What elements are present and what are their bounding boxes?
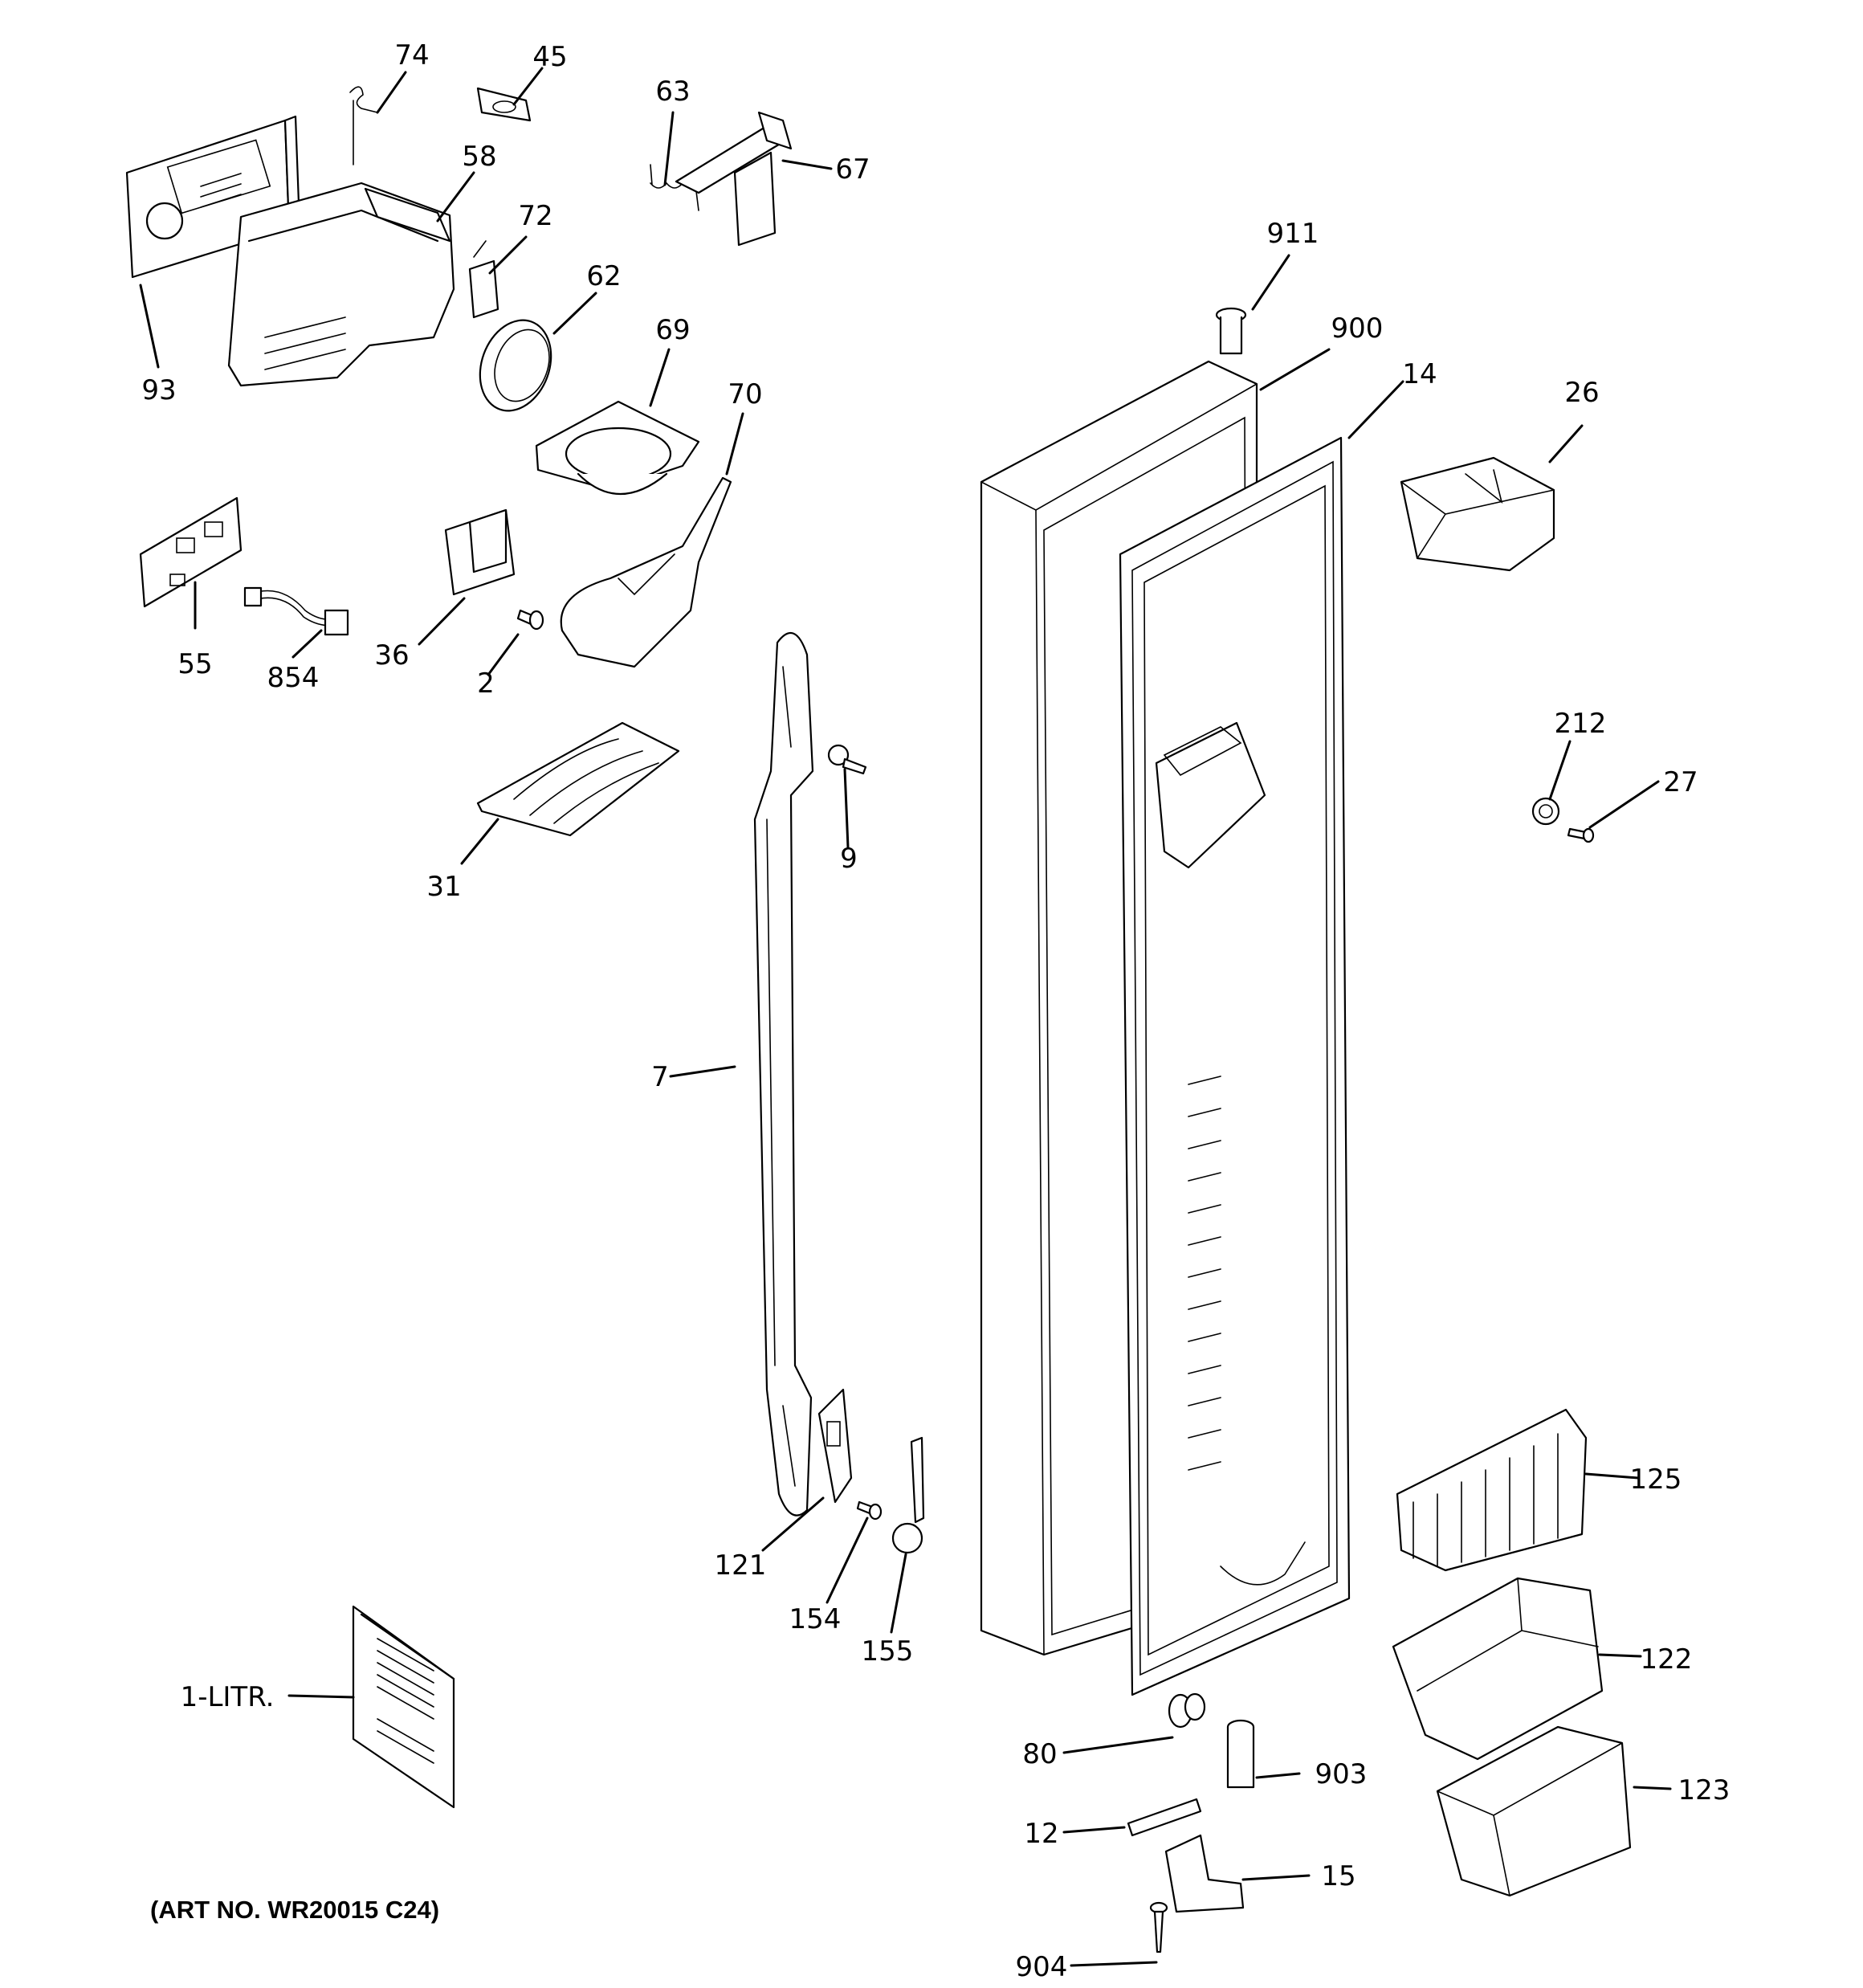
callout-911: 911 bbox=[1267, 218, 1319, 250]
callout-26: 26 bbox=[1564, 377, 1599, 409]
part-bin-26 bbox=[1400, 456, 1555, 572]
part-hinge-plate-12 bbox=[1127, 1798, 1202, 1837]
part-wire-basket-125 bbox=[1396, 1408, 1588, 1572]
part-drip-tray-31 bbox=[476, 721, 680, 837]
callout-93: 93 bbox=[141, 374, 176, 406]
callout-121: 121 bbox=[715, 1549, 767, 1582]
callout-31: 31 bbox=[426, 871, 461, 903]
part-hinge-15 bbox=[1164, 1834, 1245, 1913]
callout-9: 9 bbox=[840, 843, 858, 875]
callout-14: 14 bbox=[1402, 358, 1437, 390]
part-screw-9 bbox=[827, 744, 867, 775]
art-number: (ART NO. WR20015 C24) bbox=[150, 1896, 439, 1924]
callout-900: 900 bbox=[1331, 312, 1384, 345]
part-funnel-69 bbox=[535, 400, 700, 496]
callout-45: 45 bbox=[532, 41, 567, 73]
part-chute-70 bbox=[560, 476, 732, 668]
callout-125: 125 bbox=[1630, 1463, 1682, 1496]
callout-1-litr: 1-LITR. bbox=[181, 1681, 275, 1713]
callout-67: 67 bbox=[835, 153, 870, 186]
part-bracket-36 bbox=[444, 508, 516, 596]
part-bracket-45 bbox=[476, 87, 532, 122]
part-door-gasket-14 bbox=[1119, 436, 1351, 1696]
callout-854: 854 bbox=[267, 662, 320, 694]
callout-58: 58 bbox=[462, 141, 496, 173]
part-wire-harness-854 bbox=[243, 586, 349, 636]
callout-904: 904 bbox=[1016, 1951, 1068, 1983]
part-door-bin-123 bbox=[1436, 1725, 1632, 1897]
callout-36: 36 bbox=[374, 639, 409, 672]
callout-62: 62 bbox=[586, 260, 621, 292]
callout-2: 2 bbox=[477, 667, 495, 700]
part-fastener-212 bbox=[1531, 797, 1560, 826]
part-pin-903 bbox=[1226, 1719, 1255, 1789]
callout-labels: 74 45 63 67 58 72 62 93 69 70 911 900 14… bbox=[141, 39, 1730, 1983]
leader-lines bbox=[139, 67, 1672, 1967]
callout-72: 72 bbox=[518, 200, 552, 232]
callout-212: 212 bbox=[1555, 708, 1607, 740]
part-tool-155 bbox=[891, 1436, 925, 1554]
callout-154: 154 bbox=[789, 1603, 842, 1635]
callout-15: 15 bbox=[1321, 1860, 1355, 1892]
part-circuit-board-55 bbox=[139, 496, 243, 608]
callout-122: 122 bbox=[1641, 1643, 1693, 1676]
part-literature-booklet bbox=[352, 1605, 455, 1809]
part-spring-74 bbox=[349, 86, 378, 165]
callout-70: 70 bbox=[728, 378, 762, 410]
part-screw-27 bbox=[1567, 827, 1595, 843]
part-dispenser-housing bbox=[227, 182, 455, 387]
callout-55: 55 bbox=[177, 648, 212, 680]
part-door-bin-122 bbox=[1392, 1577, 1604, 1761]
callout-63: 63 bbox=[655, 76, 690, 108]
part-switch-72 bbox=[468, 240, 499, 319]
callout-123: 123 bbox=[1678, 1774, 1731, 1806]
callout-155: 155 bbox=[862, 1635, 914, 1668]
callout-7: 7 bbox=[651, 1061, 669, 1093]
callout-903: 903 bbox=[1315, 1758, 1368, 1790]
callout-80: 80 bbox=[1022, 1738, 1057, 1770]
part-screw-904 bbox=[1149, 1901, 1168, 1953]
part-lever-67 bbox=[675, 111, 793, 247]
part-grommet-80 bbox=[1168, 1692, 1206, 1729]
callout-74: 74 bbox=[394, 39, 429, 71]
part-solenoid-62 bbox=[479, 319, 552, 412]
part-handle-bracket-121 bbox=[817, 1388, 853, 1504]
callout-12: 12 bbox=[1024, 1818, 1058, 1850]
callout-27: 27 bbox=[1663, 766, 1698, 798]
part-screw-2 bbox=[516, 609, 544, 631]
part-plug-911 bbox=[1215, 307, 1247, 355]
part-screw-154 bbox=[856, 1500, 883, 1521]
callout-69: 69 bbox=[655, 314, 690, 346]
part-door-handle-7 bbox=[753, 632, 814, 1517]
